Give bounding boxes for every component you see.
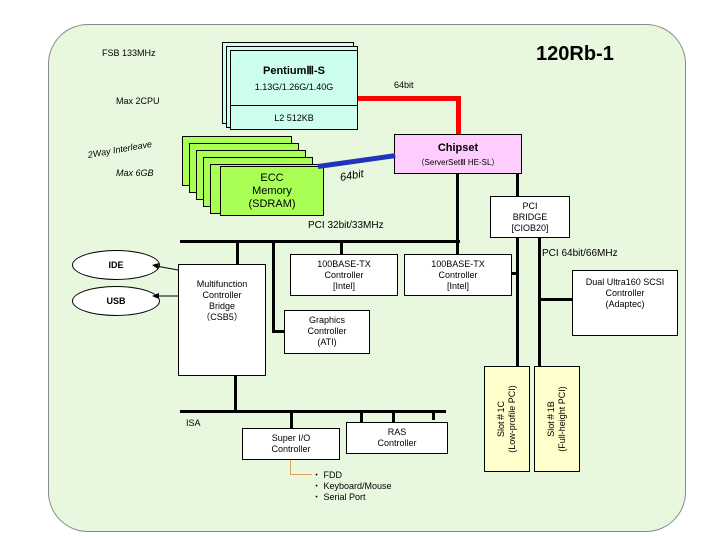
isa-label: ISA [186, 418, 201, 428]
slot-1b-label: Slot＃1B (Full-height PCI) [546, 386, 568, 452]
io-list-serial: ・ Serial Port [312, 492, 366, 502]
pci64-branch-scsi [538, 298, 574, 301]
nic2-line2: Controller [438, 270, 478, 280]
pci-bridge-line3: [CIOB20] [511, 223, 549, 233]
isa-tick-3 [392, 410, 395, 424]
usb-label: USB [106, 296, 126, 306]
superio-box: Super I/O Controller [242, 428, 340, 460]
graphics-line2: Controller [307, 326, 347, 336]
cpu-bus-vertical [456, 96, 461, 134]
superio-link-h [290, 474, 312, 475]
pci-bridge-line1: PCI [522, 201, 538, 211]
scsi-line2: Controller [605, 288, 645, 298]
superio-link-v [290, 460, 291, 474]
mfc-line2: Controller [202, 290, 242, 300]
pci32-drop-graphics [272, 240, 275, 332]
slot-1c-label: Slot＃1C (Low-profile PCI) [496, 385, 518, 453]
graphics-link [272, 330, 286, 333]
mfc-arrows [152, 263, 179, 299]
mfc-to-isa [234, 376, 237, 412]
ide-label: IDE [108, 260, 124, 270]
usb-port: USB [72, 286, 160, 316]
ras-line1: RAS [387, 427, 407, 437]
cpu-speeds: 1.13G/1.26G/1.40G [254, 82, 334, 92]
graphics-box: Graphics Controller (ATI) [284, 310, 370, 354]
slot-1b-line1: Slot＃1B [546, 401, 556, 437]
cpu-bus-horizontal [358, 96, 461, 101]
pci-bridge-line2: BRIDGE [512, 212, 548, 222]
fsb-label: FSB 133MHz [102, 48, 156, 58]
chipset-to-pci-bridge [516, 174, 519, 196]
chipset-to-pci32 [456, 174, 459, 242]
memory-line2: Memory [252, 185, 292, 197]
nic1-line2: Controller [324, 270, 364, 280]
pci32-drop-mfc [236, 240, 239, 264]
scsi-line3: (Adaptec) [605, 299, 645, 309]
isa-tick-2 [360, 410, 363, 424]
nic2-box: 100BASE-TX Controller [Intel] [404, 254, 512, 296]
pci64-trunk-right [538, 238, 541, 368]
pci32-bus [180, 240, 460, 243]
superio-line2: Controller [271, 444, 311, 454]
ras-box: RAS Controller [346, 422, 448, 454]
io-list-keyboard: ・ Keyboard/Mouse [312, 481, 392, 491]
mfc-line4: （CSB5） [201, 312, 243, 322]
slot-1c-line1: Slot＃1C [496, 401, 506, 438]
mfc-line1: Multifunction [196, 279, 248, 289]
nic1-box: 100BASE-TX Controller [Intel] [290, 254, 398, 296]
memory-line3: (SDRAM) [248, 198, 296, 210]
pci-bridge-box: PCI BRIDGE [CIOB20] [490, 196, 570, 238]
cpu-divider [231, 105, 357, 106]
isa-tick-4 [432, 410, 435, 420]
diagram-title: 120Rb-1 [536, 43, 614, 65]
nic2-line3: [Intel] [446, 281, 469, 291]
nic2-line1: 100BASE-TX [431, 259, 485, 269]
isa-bus [180, 410, 446, 413]
graphics-line3: (ATI) [317, 337, 337, 347]
pci32-drop-nic1 [340, 240, 343, 254]
slot-1c-line2: (Low-profile PCI) [507, 385, 517, 453]
pci64-label: PCI 64bit/66MHz [542, 248, 618, 259]
cpu-cache: L2 512KB [274, 113, 314, 123]
scsi-line1: Dual Ultra160 SCSI [585, 277, 665, 287]
pci32-drop-nic2 [456, 240, 459, 254]
memory-box: ECC Memory (SDRAM) [220, 166, 324, 216]
nic1-line3: [Intel] [332, 281, 355, 291]
memory-max-label: Max 6GB [116, 168, 154, 178]
chipset-name: Chipset [437, 142, 479, 154]
nic1-line1: 100BASE-TX [317, 259, 371, 269]
mfc-box: Multifunction Controller Bridge （CSB5） [178, 264, 266, 376]
isa-tick-1 [290, 410, 293, 428]
ras-line2: Controller [377, 438, 417, 448]
slot-1b-line2: (Full-height PCI) [557, 386, 567, 452]
max-cpu-label: Max 2CPU [116, 96, 160, 106]
io-list-fdd: ・ FDD [312, 470, 342, 480]
scsi-box: Dual Ultra160 SCSI Controller (Adaptec) [572, 270, 678, 336]
mfc-line3: Bridge [208, 301, 235, 311]
chipset-detail: （ServerSetⅢ HE-SL） [416, 158, 500, 167]
superio-line1: Super I/O [271, 433, 311, 443]
cpu-name: PentiumⅢ-S [263, 65, 325, 77]
cpu-bus-label: 64bit [394, 80, 414, 90]
chipset-box: Chipset （ServerSetⅢ HE-SL） [394, 134, 522, 174]
cpu-box: PentiumⅢ-S 1.13G/1.26G/1.40G L2 512KB [230, 50, 358, 130]
slot-1b: Slot＃1B (Full-height PCI) [534, 366, 580, 472]
graphics-line1: Graphics [308, 315, 345, 325]
slot-1c: Slot＃1C (Low-profile PCI) [484, 366, 530, 472]
pci64-branch-nic2 [512, 272, 519, 275]
pci32-label: PCI 32bit/33MHz [308, 220, 384, 231]
pci64-trunk-left [516, 238, 519, 368]
ide-port: IDE [72, 250, 160, 280]
memory-line1: ECC [260, 172, 284, 184]
